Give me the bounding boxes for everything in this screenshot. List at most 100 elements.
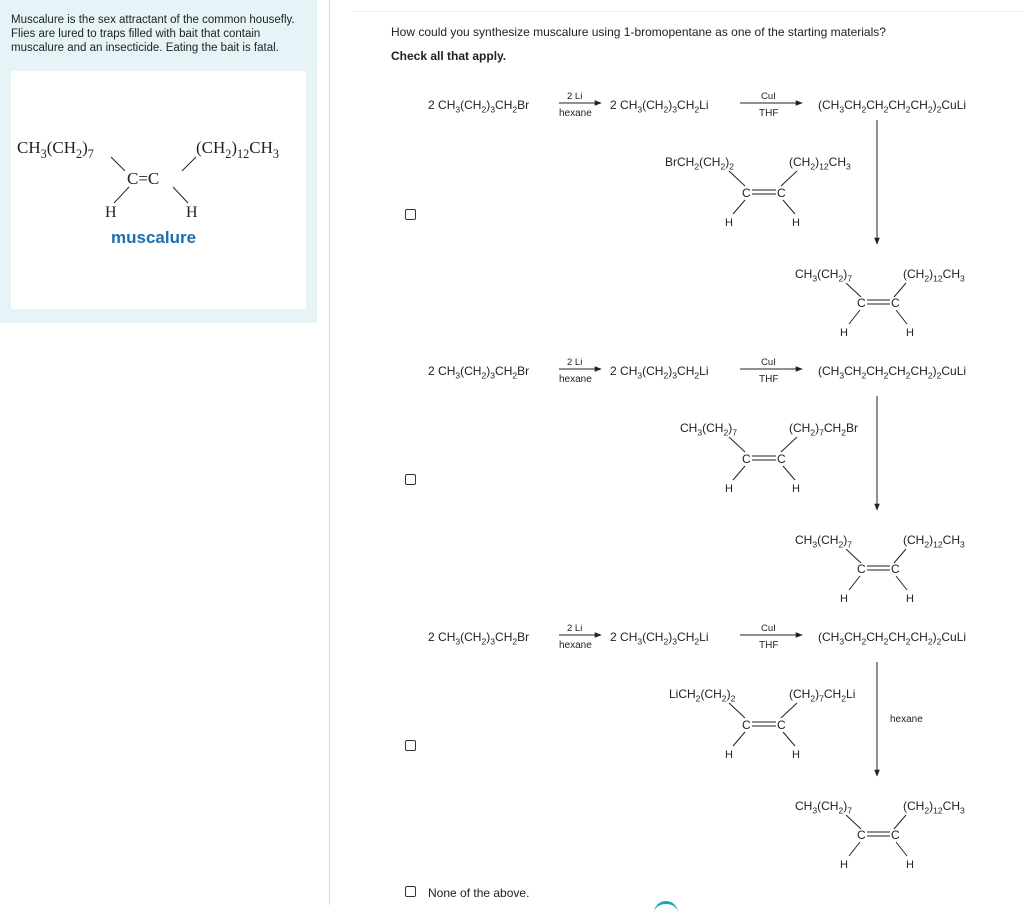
muscalure-figure: CH3(CH2)7 (CH2)12CH3 C=C H H muscalure — [11, 71, 306, 309]
bond-line — [782, 465, 796, 481]
bond-line — [728, 436, 746, 453]
bond-line — [848, 575, 861, 591]
option-2-scheme: 2 CH3(CH2)3CH2Br 2 Li hexane 2 CH3(CH2)3… — [428, 357, 966, 605]
bond-line — [732, 199, 746, 215]
bond-line — [845, 282, 862, 298]
bond-line — [780, 702, 798, 719]
option-2-intermediate: 2 CH3(CH2)3CH2Li — [610, 364, 709, 380]
option-2-alkene-h-right: H — [792, 483, 800, 495]
muscalure-alkene-carbons: C=C — [127, 169, 159, 188]
option-2-cuprate: (CH3CH2CH2CH2CH2)2CuLi — [818, 364, 966, 380]
none-of-the-above-label[interactable]: None of the above. — [428, 886, 530, 900]
bond-line — [845, 548, 862, 564]
option-2-solvent-thf: THF — [759, 374, 778, 385]
option-3-alkene-h-right: H — [792, 749, 800, 761]
bond-line — [895, 575, 908, 591]
option-3-solvent-thf: THF — [759, 640, 778, 651]
option-2-product-right: (CH2)12CH3 — [903, 533, 965, 549]
bond-line — [780, 170, 798, 187]
bond-line — [895, 841, 908, 857]
option-2-product-h-right: H — [906, 593, 914, 605]
option-2-solvent-hexane: hexane — [559, 374, 592, 385]
option-1-alkene-left: BrCH2(CH2)2 — [665, 155, 734, 171]
option-1-alkene-h-right: H — [792, 217, 800, 229]
option-2-reagent-cui: CuI — [761, 357, 776, 368]
bond-line — [893, 814, 907, 830]
option-3-alkene-right: (CH2)7CH2Li — [789, 687, 855, 703]
option-3-alkene-h-left: H — [725, 749, 733, 761]
bond-line — [780, 436, 798, 453]
option-2-alkene-h-left: H — [725, 483, 733, 495]
option-1-product-h-right: H — [906, 327, 914, 339]
bond-line — [172, 186, 189, 204]
option-1-reagent-cui: CuI — [761, 91, 776, 102]
option-1-intermediate: 2 CH3(CH2)3CH2Li — [610, 98, 709, 114]
option-2-reactant: 2 CH3(CH2)3CH2Br — [428, 364, 529, 380]
option-1-product-carbon-left: C — [857, 296, 866, 310]
panel-divider — [329, 0, 330, 905]
option-1-alkene-right: (CH2)12CH3 — [789, 155, 851, 171]
option-1-cuprate: (CH3CH2CH2CH2CH2)2CuLi — [818, 98, 966, 114]
instruction-text: Check all that apply. — [391, 49, 507, 63]
option-3-checkbox[interactable] — [405, 740, 416, 751]
muscalure-left-hydrogen: H — [105, 204, 117, 221]
top-separator — [354, 11, 1024, 12]
option-1-alkene-h-left: H — [725, 217, 733, 229]
option-3-alkene-left: LiCH2(CH2)2 — [669, 687, 736, 703]
option-3-alkene-carbon-right: C — [777, 718, 786, 732]
muscalure-right-hydrogen: H — [186, 204, 198, 221]
option-1-alkene-carbon-right: C — [777, 186, 786, 200]
option-3-scheme: 2 CH3(CH2)3CH2Br 2 Li hexane 2 CH3(CH2)3… — [428, 623, 966, 871]
bond-line — [782, 731, 796, 747]
option-2-alkene-left: CH3(CH2)7 — [680, 421, 737, 437]
help-bubble-icon[interactable] — [654, 901, 678, 914]
muscalure-right-substituent: (CH2)12CH3 — [196, 138, 279, 161]
option-2-alkene-carbon-left: C — [742, 452, 751, 466]
option-1-product-h-left: H — [840, 327, 848, 339]
option-2-product-left: CH3(CH2)7 — [795, 533, 852, 549]
bond-line — [848, 309, 861, 325]
bond-line — [732, 731, 746, 747]
option-1-product-left: CH3(CH2)7 — [795, 267, 852, 283]
option-2-alkene-carbon-right: C — [777, 452, 786, 466]
option-2-checkbox[interactable] — [405, 474, 416, 485]
muscalure-structure: CH3(CH2)7 (CH2)12CH3 C=C H H — [17, 138, 279, 221]
option-3-reactant: 2 CH3(CH2)3CH2Br — [428, 630, 529, 646]
option-2-alkene-right: (CH2)7CH2Br — [789, 421, 858, 437]
bond-line — [181, 156, 197, 172]
option-1-product-carbon-right: C — [891, 296, 900, 310]
option-3-solvent-hexane: hexane — [559, 640, 592, 651]
bond-line — [848, 841, 861, 857]
option-1-product-right: (CH2)12CH3 — [903, 267, 965, 283]
option-3-product-h-left: H — [840, 859, 848, 871]
option-1-solvent-hexane: hexane — [559, 108, 592, 119]
bond-line — [732, 465, 746, 481]
option-3-intermediate: 2 CH3(CH2)3CH2Li — [610, 630, 709, 646]
intro-text: Muscalure is the sex attractant of the c… — [11, 14, 295, 54]
bond-line — [728, 170, 746, 187]
option-1-scheme: 2 CH3(CH2)3CH2Br 2 Li hexane 2 CH3(CH2)3… — [428, 91, 966, 339]
option-1-checkbox[interactable] — [405, 209, 416, 220]
option-1-solvent-thf: THF — [759, 108, 778, 119]
none-of-the-above-checkbox[interactable] — [405, 886, 416, 897]
option-3-product-left: CH3(CH2)7 — [795, 799, 852, 815]
option-1-reactant: 2 CH3(CH2)3CH2Br — [428, 98, 529, 114]
muscalure-caption: muscalure — [111, 228, 197, 247]
bond-line — [893, 282, 907, 298]
option-3-product-right: (CH2)12CH3 — [903, 799, 965, 815]
option-3-product-carbon-left: C — [857, 828, 866, 842]
option-3-cuprate: (CH3CH2CH2CH2CH2)2CuLi — [818, 630, 966, 646]
bond-line — [113, 186, 130, 204]
option-3-side-reagent: hexane — [890, 714, 923, 725]
muscalure-left-substituent: CH3(CH2)7 — [17, 138, 94, 161]
option-3-reagent-cui: CuI — [761, 623, 776, 634]
option-2-reagent-li: 2 Li — [567, 357, 582, 368]
option-2-product-carbon-right: C — [891, 562, 900, 576]
bond-line — [110, 156, 126, 172]
option-3-product-carbon-right: C — [891, 828, 900, 842]
option-3-alkene-carbon-left: C — [742, 718, 751, 732]
option-3-product-h-right: H — [906, 859, 914, 871]
option-1-alkene-carbon-left: C — [742, 186, 751, 200]
bond-line — [895, 309, 908, 325]
